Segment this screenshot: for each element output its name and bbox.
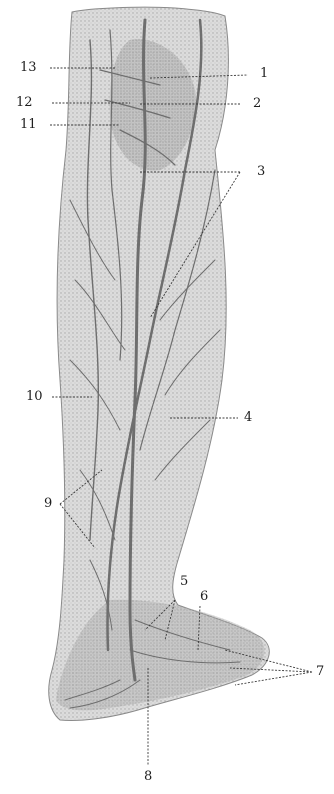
label-2: 2 xyxy=(253,97,261,110)
label-10: 10 xyxy=(26,390,43,403)
label-8: 8 xyxy=(144,770,152,783)
label-7: 7 xyxy=(316,665,324,678)
label-9: 9 xyxy=(44,497,52,510)
label-4: 4 xyxy=(244,411,252,424)
label-6: 6 xyxy=(200,590,208,603)
label-11: 11 xyxy=(20,118,37,131)
label-12: 12 xyxy=(16,96,33,109)
label-13: 13 xyxy=(20,61,37,74)
label-1: 1 xyxy=(260,67,268,80)
label-3: 3 xyxy=(257,165,265,178)
label-5: 5 xyxy=(180,575,188,588)
